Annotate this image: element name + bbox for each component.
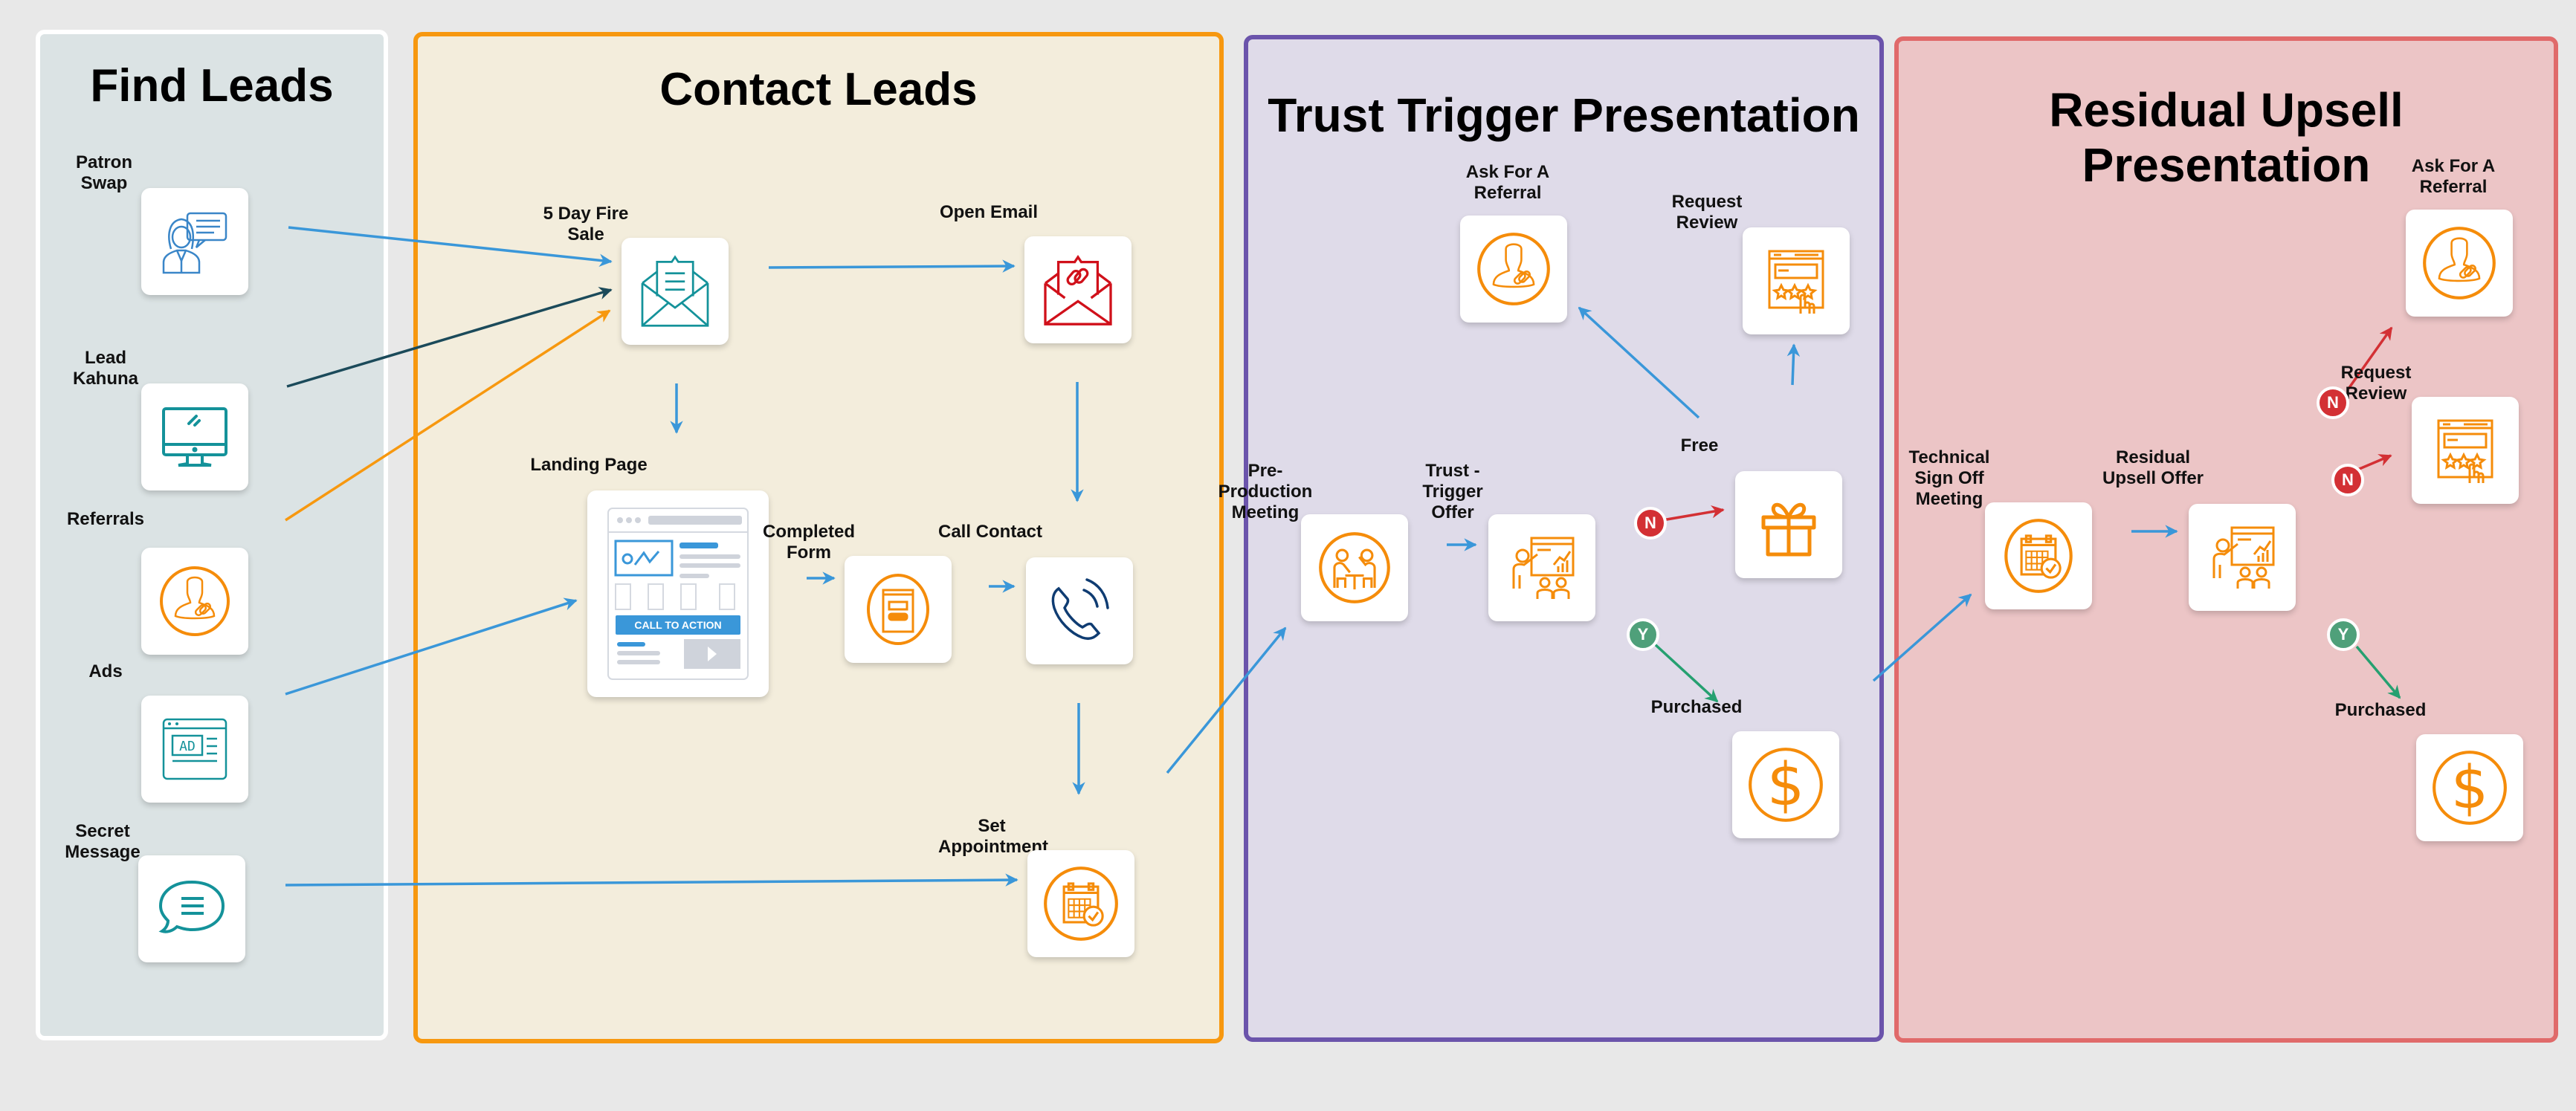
calendar-check-icon	[2004, 519, 2073, 593]
node-card[interactable]	[1985, 502, 2092, 609]
node-card[interactable]	[1460, 216, 1567, 323]
node-label: Ask For A Referral	[1465, 162, 1550, 203]
decision-yes-badge: Y	[2327, 618, 2360, 651]
person-link-icon	[2423, 227, 2496, 299]
ad-browser-icon: AD	[162, 718, 227, 780]
node-card[interactable]: $	[2416, 734, 2523, 841]
panel-title: Contact Leads	[659, 64, 978, 115]
node-card[interactable]	[845, 556, 952, 663]
phone-icon	[1051, 578, 1109, 641]
monitor-icon	[162, 407, 227, 467]
node-label: Set Appointment	[938, 816, 1048, 857]
node-card[interactable]	[622, 238, 729, 345]
node-label: Purchased	[2334, 700, 2427, 720]
node-card[interactable]	[1301, 514, 1408, 621]
node-card[interactable]	[2406, 210, 2513, 317]
decision-no-badge: N	[2331, 464, 2364, 496]
envelope-link-icon	[1044, 255, 1112, 325]
node-label: Ads	[88, 661, 123, 681]
decision-no-badge: N	[1634, 507, 1667, 540]
node-card[interactable]	[138, 855, 245, 962]
meeting-icon	[1319, 532, 1390, 603]
node-label: Landing Page	[530, 455, 648, 475]
node-card[interactable]: AD	[141, 696, 248, 803]
presentation-icon	[1512, 537, 1575, 599]
node-label: Lead Kahuna	[72, 348, 138, 389]
woman-speech-bubble-icon	[162, 212, 227, 274]
panel-title: Trust Trigger Presentation	[1268, 88, 1860, 142]
node-label: Referrals	[66, 509, 145, 529]
node-card[interactable]	[2412, 397, 2519, 504]
dollar-icon: $	[2433, 751, 2507, 825]
envelope-letter-icon	[641, 255, 709, 327]
svg-text:CALL TO ACTION: CALL TO ACTION	[634, 619, 721, 631]
node-label: Residual Upsell Offer	[2102, 447, 2204, 488]
landing-page-icon: CALL TO ACTION	[607, 508, 749, 680]
node-label: Pre-Production Meeting	[1218, 461, 1313, 522]
review-stars-icon	[1768, 250, 1824, 314]
node-card[interactable]	[141, 548, 248, 655]
node-card[interactable]: $	[1732, 731, 1839, 838]
node-card[interactable]	[1488, 514, 1595, 621]
node-card[interactable]	[1026, 557, 1133, 664]
node-label: Completed Form	[762, 522, 855, 563]
node-card[interactable]	[1735, 471, 1842, 578]
svg-text:$: $	[1767, 751, 1804, 819]
calendar-check-icon	[1044, 867, 1118, 941]
node-label: Secret Message	[65, 821, 141, 862]
person-link-icon	[160, 566, 230, 636]
node-label: Open Email	[939, 202, 1039, 222]
person-link-icon	[1477, 233, 1550, 305]
decision-yes-badge: Y	[1627, 618, 1659, 651]
node-card[interactable]	[1027, 850, 1134, 957]
node-label: Ask For A Referral	[2411, 156, 2496, 197]
panel-title: Residual Upsell Presentation	[2049, 83, 2404, 192]
node-card[interactable]	[141, 188, 248, 295]
node-label: Technical Sign Off Meeting	[1908, 447, 1990, 509]
svg-text:$: $	[2451, 754, 2488, 822]
review-stars-icon	[2437, 419, 2493, 483]
decision-no-badge: N	[2317, 386, 2349, 419]
dollar-icon: $	[1749, 748, 1823, 822]
chat-bubble-icon	[158, 880, 225, 933]
node-label: Trust - Trigger Offer	[1422, 461, 1483, 522]
form-icon	[867, 574, 929, 645]
node-card[interactable]: CALL TO ACTION	[587, 490, 769, 697]
node-label: 5 Day Fire Sale	[543, 204, 629, 244]
svg-text:AD: AD	[179, 739, 196, 754]
node-label: Call Contact	[937, 522, 1042, 542]
node-label: Request Review	[1671, 192, 1743, 233]
node-card[interactable]	[1024, 236, 1132, 343]
node-card[interactable]	[1743, 227, 1850, 334]
node-label: Purchased	[1650, 697, 1743, 717]
panel-title: Find Leads	[90, 60, 334, 111]
gift-icon	[1761, 502, 1816, 557]
node-card[interactable]	[2189, 504, 2296, 611]
presentation-icon	[2212, 526, 2275, 589]
node-card[interactable]	[141, 383, 248, 490]
node-label: Patron Swap	[75, 152, 132, 193]
node-label: Request Review	[2340, 363, 2412, 404]
node-label: Free	[1680, 435, 1719, 456]
